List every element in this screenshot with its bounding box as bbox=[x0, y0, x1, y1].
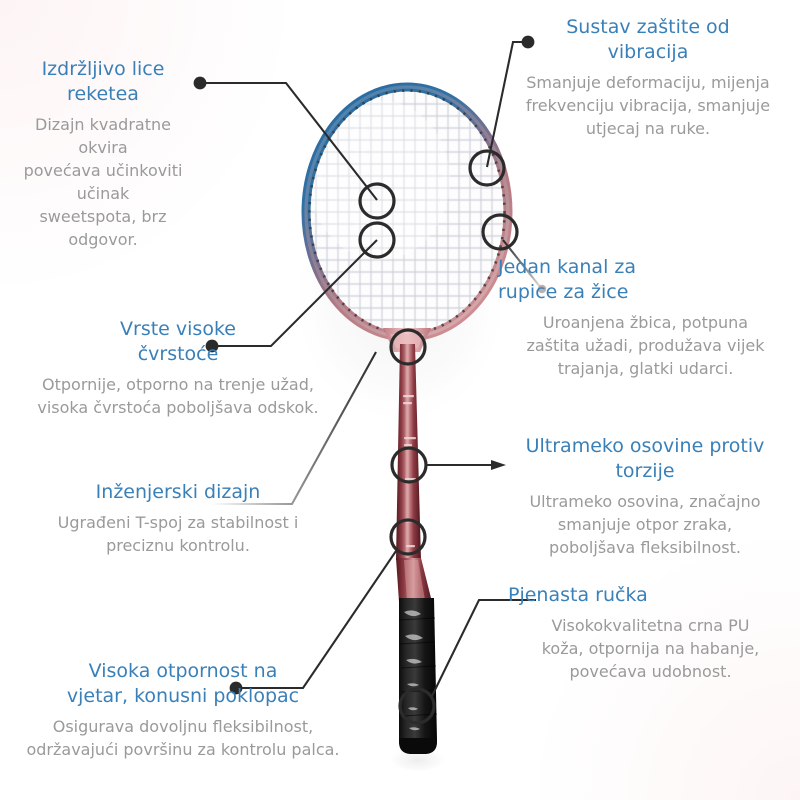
callout-title-single-channel-string-holes: Jedan kanal za rupice za žice bbox=[498, 256, 637, 303]
callout-ultra-soft-anti-torsion-shaft: Ultrameko osovine protiv torzije Ultrame… bbox=[500, 434, 790, 559]
callout-title-durable-racket-face: Izdržljivo lice reketea bbox=[41, 58, 165, 105]
callout-title-vibration-protection-system: Sustav zaštite od vibracija bbox=[566, 16, 730, 63]
callout-vibration-protection-system: Sustav zaštite od vibracija Smanjuje def… bbox=[508, 15, 788, 140]
callout-durable-racket-face: Izdržljivo lice reketea Dizajn kvadratne… bbox=[8, 57, 198, 251]
callout-body-foam-handle: Visokokvalitetna crna PU koža, otpornija… bbox=[541, 616, 760, 681]
callout-single-channel-string-holes: Jedan kanal za rupice za žice Uroanjena … bbox=[498, 255, 793, 380]
callout-body-durable-racket-face: Dizajn kvadratne okvira povećava učinkov… bbox=[23, 115, 183, 249]
callout-high-strength-strings: Vrste visoke čvrstoće Otpornije, otporno… bbox=[18, 317, 338, 419]
callout-wind-resistance-conical-cap: Visoka otpornost na vjetar, konusni pokl… bbox=[18, 659, 348, 761]
callout-body-single-channel-string-holes: Uroanjena žbica, potpuna zaštita užadi, … bbox=[526, 313, 765, 378]
callout-body-wind-resistance-conical-cap: Osigurava dovoljnu fleksibilnost, održav… bbox=[26, 717, 340, 759]
callout-foam-handle: Pjenasta ručka Visokokvalitetna crna PU … bbox=[508, 583, 793, 683]
callout-body-ultra-soft-anti-torsion-shaft: Ultrameko osovina, značajno smanjuje otp… bbox=[529, 492, 761, 557]
callout-body-engineering-design: Ugrađeni T-spoj za stabilnost i preciznu… bbox=[57, 513, 299, 555]
callout-title-engineering-design: Inženjerski dizajn bbox=[95, 481, 261, 503]
callout-title-foam-handle: Pjenasta ručka bbox=[508, 584, 648, 606]
callout-engineering-design: Inženjerski dizajn Ugrađeni T-spoj za st… bbox=[18, 480, 338, 557]
callout-title-high-strength-strings: Vrste visoke čvrstoće bbox=[120, 318, 236, 365]
callout-body-vibration-protection-system: Smanjuje deformaciju, mijenja frekvencij… bbox=[525, 73, 771, 138]
callout-body-high-strength-strings: Otpornije, otporno na trenje užad, visok… bbox=[37, 375, 319, 417]
callout-title-wind-resistance-conical-cap: Visoka otpornost na vjetar, konusni pokl… bbox=[66, 660, 300, 707]
callout-title-ultra-soft-anti-torsion-shaft: Ultrameko osovine protiv torzije bbox=[525, 435, 765, 482]
